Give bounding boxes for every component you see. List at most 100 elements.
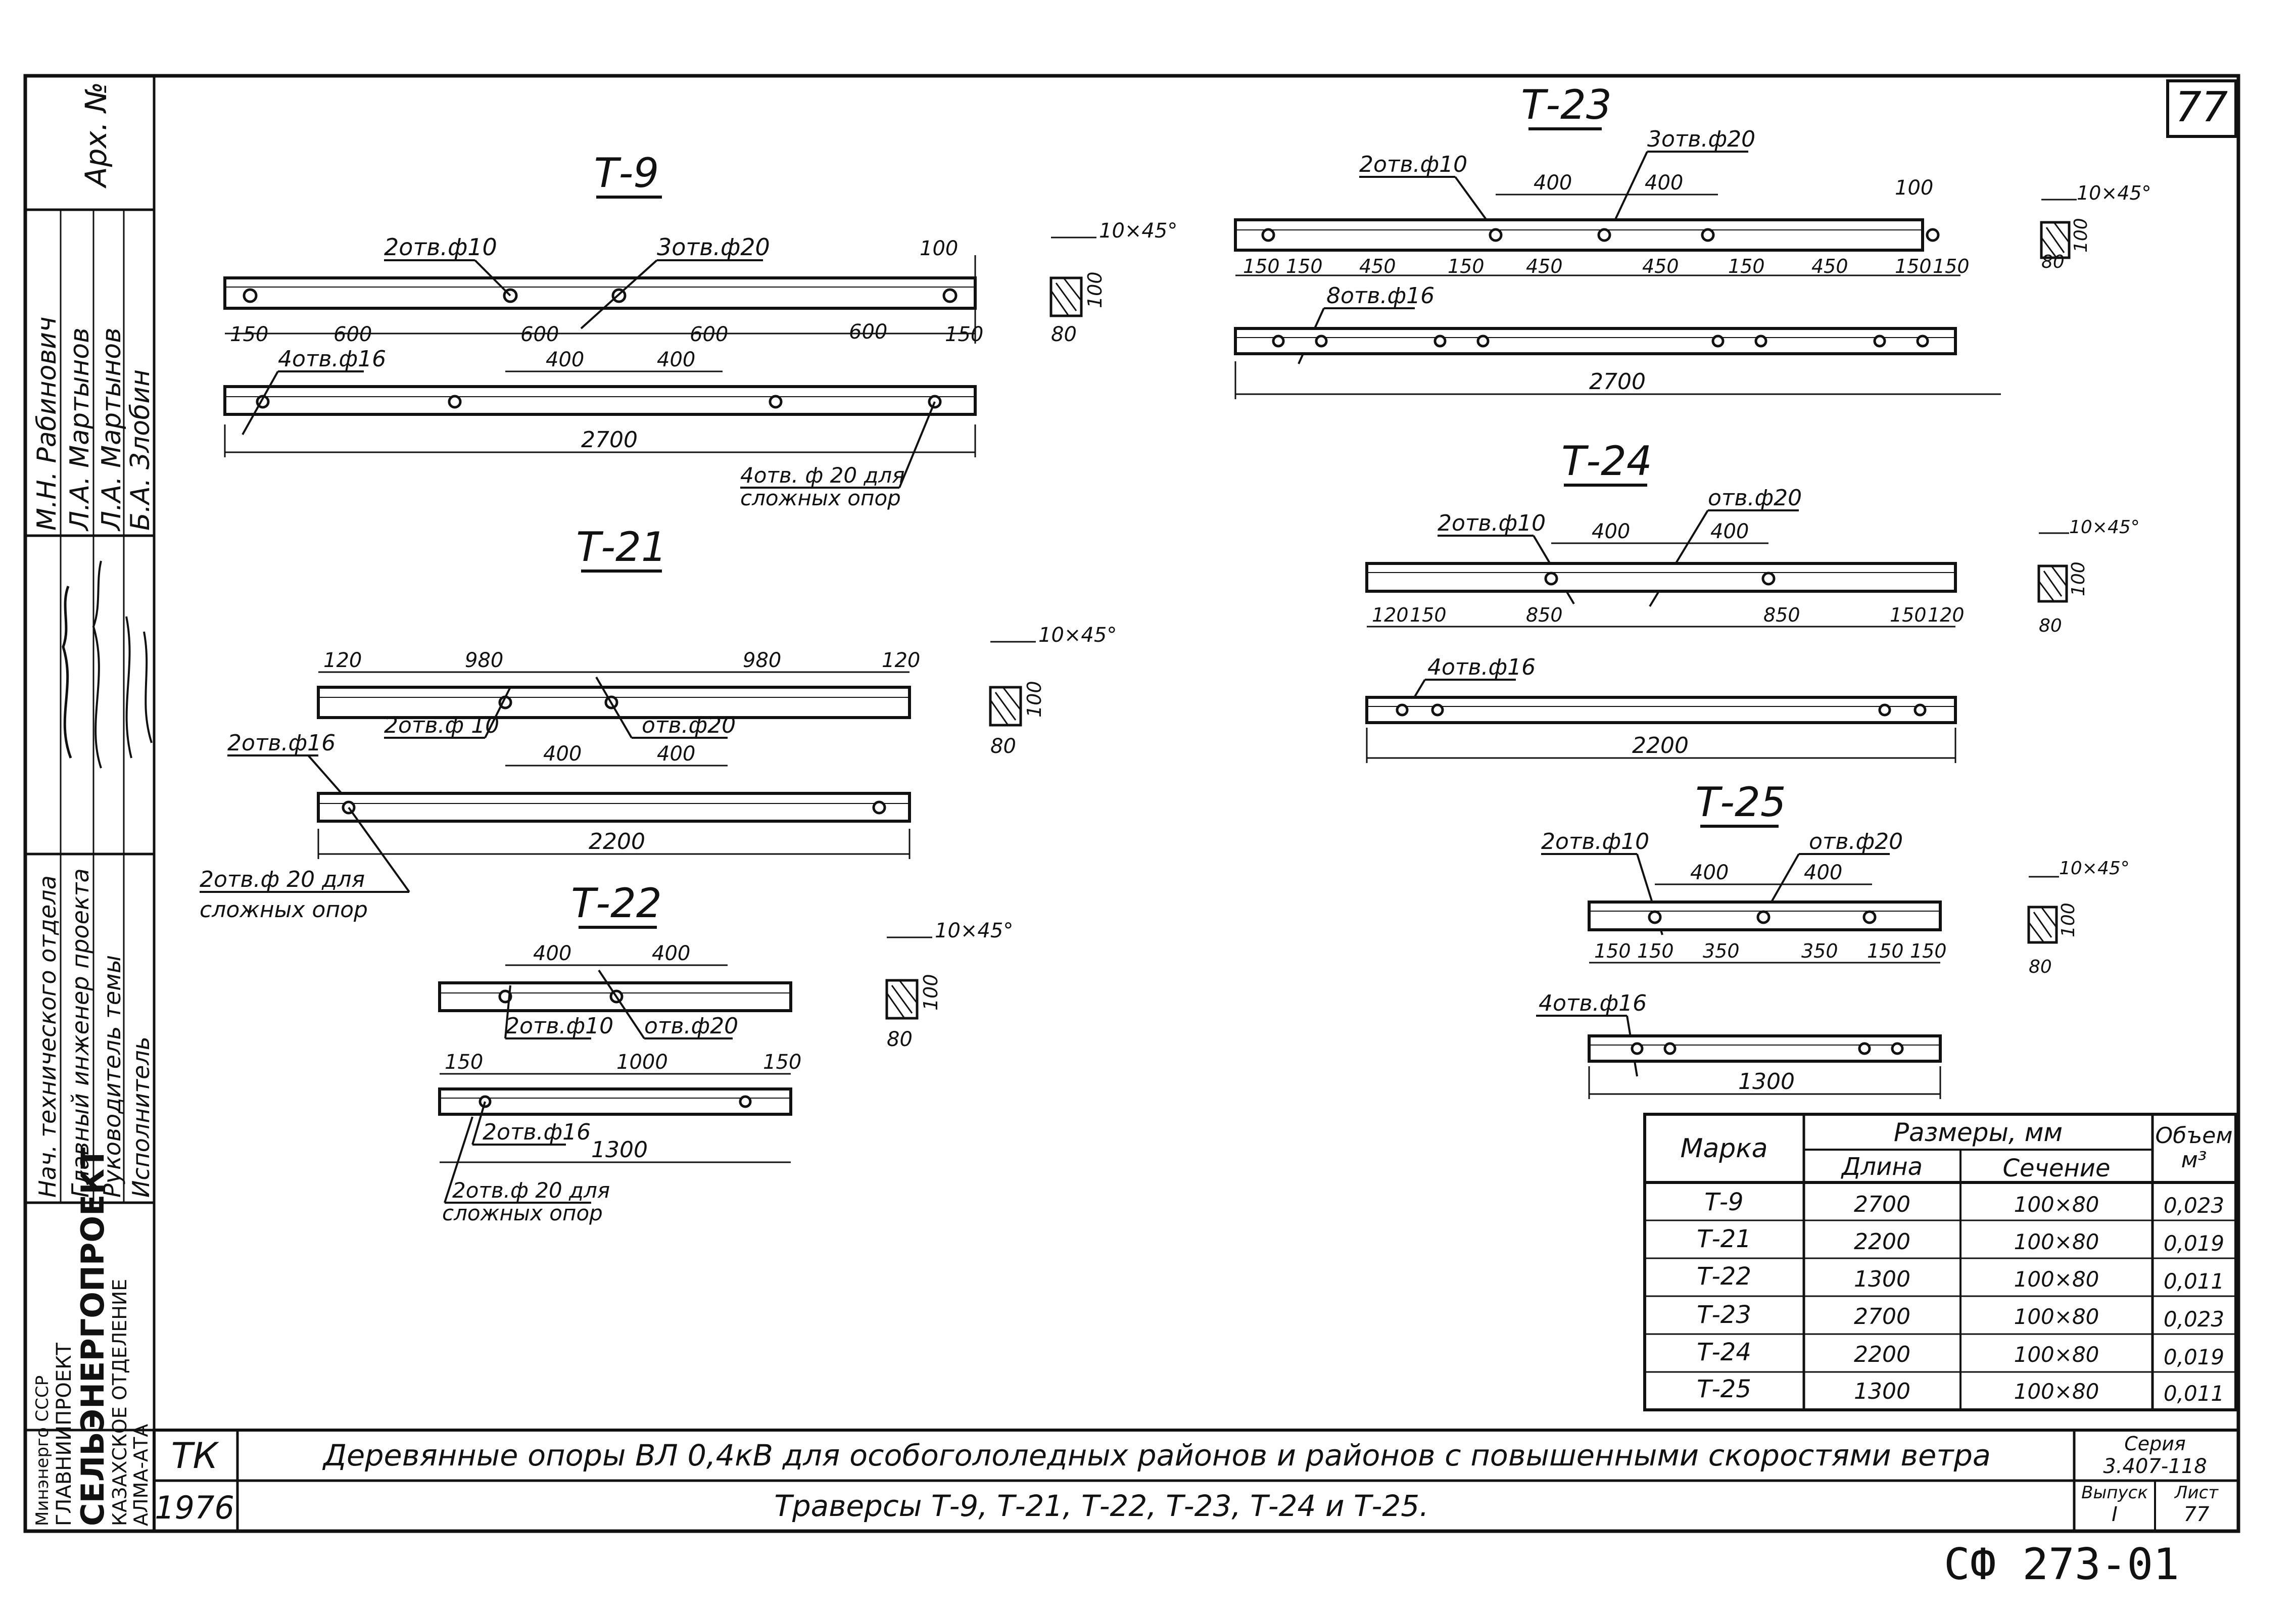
t25-total: 1300: [1738, 1069, 1795, 1095]
section-chamfer: 10×45°: [2069, 517, 2140, 538]
t21-total: 2200: [589, 829, 645, 855]
table-cell-mark: Т-9: [1704, 1188, 1743, 1216]
t22-label-a: 2отв.ф10: [505, 1013, 613, 1039]
t21-top-dim: 120: [323, 649, 362, 672]
side-name-3: Л.А. Мартынов: [97, 327, 127, 532]
table-cell-volume: 0,011: [2164, 1381, 2224, 1406]
t22-beam-bottom: [438, 1087, 792, 1116]
t23-hole: [1916, 335, 1929, 348]
t24-hole: [1396, 703, 1409, 717]
t23-total: 2700: [1589, 369, 1646, 395]
t23-hole: [1489, 228, 1503, 242]
title-year: 1976: [155, 1489, 234, 1526]
org-line-2: ГЛАВНИИПРОЕКТ: [53, 1342, 76, 1526]
t21-top-dim: 980: [743, 649, 781, 672]
section-height: 100: [2071, 218, 2091, 253]
t23-top-dim: 150: [1728, 255, 1765, 277]
t9-hole: [243, 288, 258, 303]
drawing-t9: Т-9 2отв.ф10 3отв.ф20 100 150 600 600 60…: [223, 150, 983, 510]
drawing-t22: Т-22 400 400 2отв.ф10 отв.ф20 150 1000 1…: [438, 880, 801, 1225]
t9-top-dim: 150: [230, 323, 268, 346]
t21-beam-bottom: [317, 792, 911, 823]
t23-label-a: 2отв.ф10: [1359, 152, 1467, 177]
section-t22: 10×45° 100 80: [885, 919, 1013, 1051]
t22-label-c: 2отв.ф16: [483, 1119, 591, 1145]
t23-beam-top: [1234, 218, 1924, 252]
issue-label: Выпуск: [2081, 1483, 2148, 1503]
t9-label-b: 3отв.ф20: [657, 233, 770, 261]
series-label: Серия: [2124, 1433, 2186, 1455]
t23-beam-bottom: [1234, 327, 1957, 355]
t9-top-dim: 600: [849, 320, 887, 344]
t23-hole: [1315, 335, 1328, 348]
t24-label-b: отв.ф20: [1708, 485, 1802, 511]
t25-top-dim: 350: [1801, 940, 1838, 962]
t22-bot-dim: 1000: [616, 1051, 668, 1074]
sheet-number-box: 77: [2166, 79, 2237, 138]
side-role-4: Исполнитель: [127, 1036, 155, 1198]
side-name-1: М.Н. Рабинович: [32, 316, 62, 531]
t22-top-dim: 400: [652, 942, 690, 965]
table-cell-volume: 0,011: [2164, 1269, 2224, 1294]
t24-top-dim: 850: [1763, 604, 1800, 626]
section-height: 100: [2058, 903, 2079, 937]
table-cell-volume: 0,019: [2164, 1345, 2224, 1369]
t21-bot-dim: 400: [657, 742, 695, 766]
t21-label-b: отв.ф20: [642, 713, 736, 738]
table-header-length: Длина: [1841, 1153, 1923, 1181]
table-cell-section: 100×80: [2014, 1192, 2099, 1217]
side-name-4: Б.А. Злобин: [125, 369, 156, 531]
side-role-1: Нач. технического отдела: [34, 875, 61, 1198]
t24-hole: [1878, 703, 1891, 717]
t22-beam-top: [438, 981, 792, 1012]
t22-label-d1: 2отв.ф 20 для: [452, 1178, 610, 1203]
section-height: 100: [920, 974, 942, 1011]
t24-top-dim: 120: [1928, 604, 1965, 626]
title-block: ТК 1976 Деревянные опоры ВЛ 0,4кВ для ос…: [153, 1429, 2240, 1533]
t24-hole: [1544, 572, 1558, 586]
section-t9: 10×45° 100 80: [1049, 219, 1177, 346]
section-chamfer: 10×45°: [2077, 182, 2151, 204]
t21-label-d1: 2отв.ф 20 для: [200, 867, 365, 892]
arch-number-label: Арх. №: [79, 82, 113, 189]
series-value: 3.407-118: [2103, 1455, 2207, 1478]
signature-1: [62, 586, 72, 758]
t23-top-dim: 450: [1526, 255, 1563, 277]
t25-label-b: отв.ф20: [1809, 829, 1903, 855]
table-cell-mark: Т-24: [1697, 1338, 1751, 1366]
t25-top-dim: 150: [1637, 940, 1674, 962]
t21-label-d2: сложных опор: [200, 897, 368, 923]
t23-right-dim: 100: [1895, 176, 1933, 200]
section-chamfer: 10×45°: [1099, 219, 1177, 243]
drawing-t25: Т-25 2отв.ф10 отв.ф20 400 400 150 150 35…: [1536, 779, 1947, 1099]
side-role-3: Руководитель темы: [99, 955, 126, 1198]
t24-title: Т-24: [1561, 438, 1652, 485]
t9-hole: [448, 395, 462, 409]
section-width: 80: [2029, 957, 2052, 977]
table-row: Т-21 2200 100×80 0,019: [1697, 1225, 2224, 1256]
t24-top-dim: 150: [1410, 604, 1447, 626]
title-code: ТК: [171, 1435, 220, 1477]
t25-upper-dim: 400: [1690, 861, 1729, 884]
table-row: Т-23 2700 100×80 0,023: [1697, 1301, 2224, 1332]
section-width: 80: [2039, 615, 2062, 636]
t9-beam-top: [223, 276, 977, 310]
t22-hole: [739, 1095, 752, 1108]
t24-top-dim: 150: [1890, 604, 1927, 626]
section-height: 100: [2068, 561, 2089, 596]
t23-upper-dim: 400: [1645, 171, 1683, 195]
t25-label-c: 4отв.ф16: [1539, 990, 1647, 1016]
org-line-5: АЛМА-АТА: [130, 1424, 152, 1526]
table-cell-volume: 0,023: [2164, 1193, 2224, 1218]
t9-top-dim: 600: [520, 323, 559, 346]
t25-top-dim: 150: [1910, 940, 1947, 962]
sheet-number: 77: [2175, 83, 2228, 131]
t21-label-c: 2отв.ф16: [227, 730, 336, 756]
table-cell-section: 100×80: [2014, 1342, 2099, 1367]
t23-label-c: 8отв.ф16: [1326, 283, 1434, 309]
t21-title: Т-21: [576, 524, 667, 571]
issue-value: I: [2112, 1503, 2118, 1526]
table-cell-length: 2200: [1854, 1342, 1910, 1367]
t23-hole: [1926, 228, 1940, 242]
section-width: 80: [2041, 252, 2065, 272]
